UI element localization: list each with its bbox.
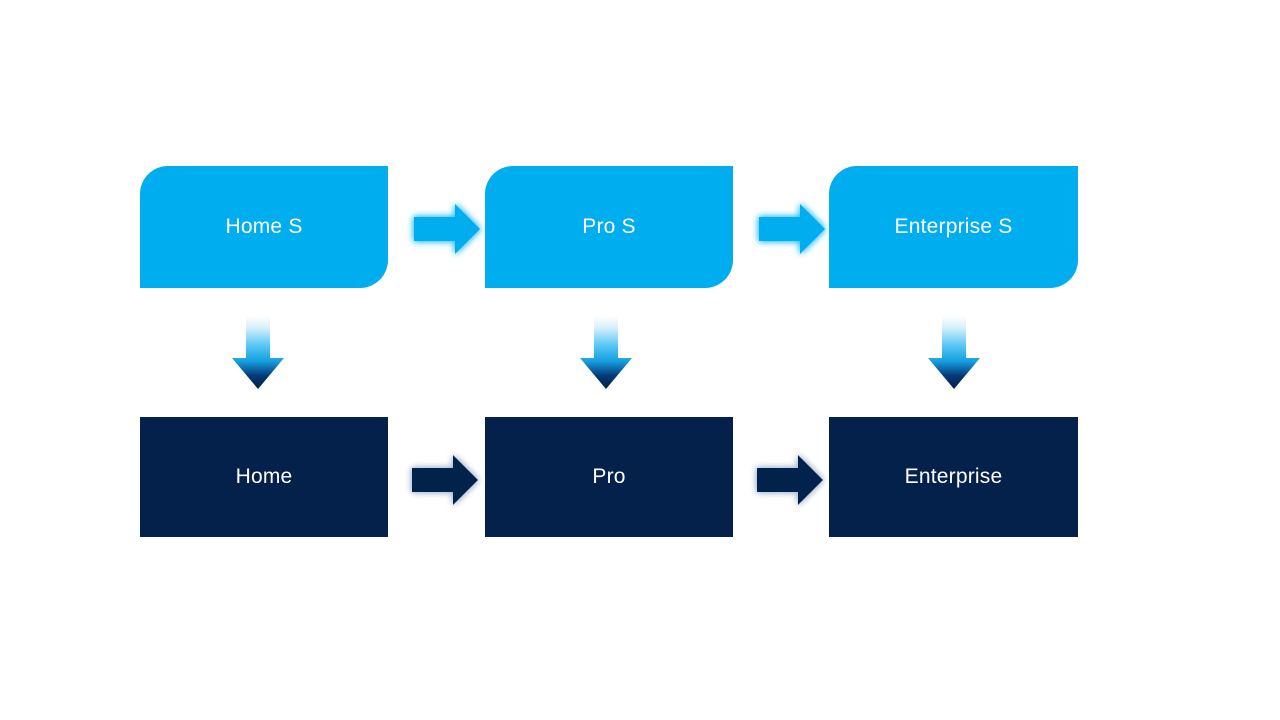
node-home-label: Home bbox=[235, 465, 293, 489]
arrow-home-s-to-home[interactable] bbox=[225, 310, 291, 396]
arrow-home-to-pro[interactable] bbox=[402, 449, 484, 511]
arrow-enterprise-s-to-enterprise[interactable] bbox=[921, 310, 987, 396]
node-home-s-label: Home S bbox=[225, 215, 303, 239]
arrow-pro-s-to-enterprise-s[interactable] bbox=[749, 198, 831, 260]
arrow-pro-s-to-pro[interactable] bbox=[573, 310, 639, 396]
node-pro-s-label: Pro S bbox=[582, 215, 636, 239]
node-enterprise-s[interactable]: Enterprise S bbox=[829, 166, 1078, 288]
node-pro-label: Pro bbox=[592, 465, 626, 489]
node-pro-s[interactable]: Pro S bbox=[485, 166, 733, 288]
node-enterprise-s-label: Enterprise S bbox=[894, 215, 1013, 239]
node-enterprise-label: Enterprise bbox=[904, 465, 1003, 489]
node-pro[interactable]: Pro bbox=[485, 417, 733, 537]
node-home[interactable]: Home bbox=[140, 417, 388, 537]
node-home-s[interactable]: Home S bbox=[140, 166, 388, 288]
arrow-pro-to-enterprise[interactable] bbox=[747, 449, 829, 511]
node-enterprise[interactable]: Enterprise bbox=[829, 417, 1078, 537]
arrow-home-s-to-pro-s[interactable] bbox=[404, 198, 486, 260]
